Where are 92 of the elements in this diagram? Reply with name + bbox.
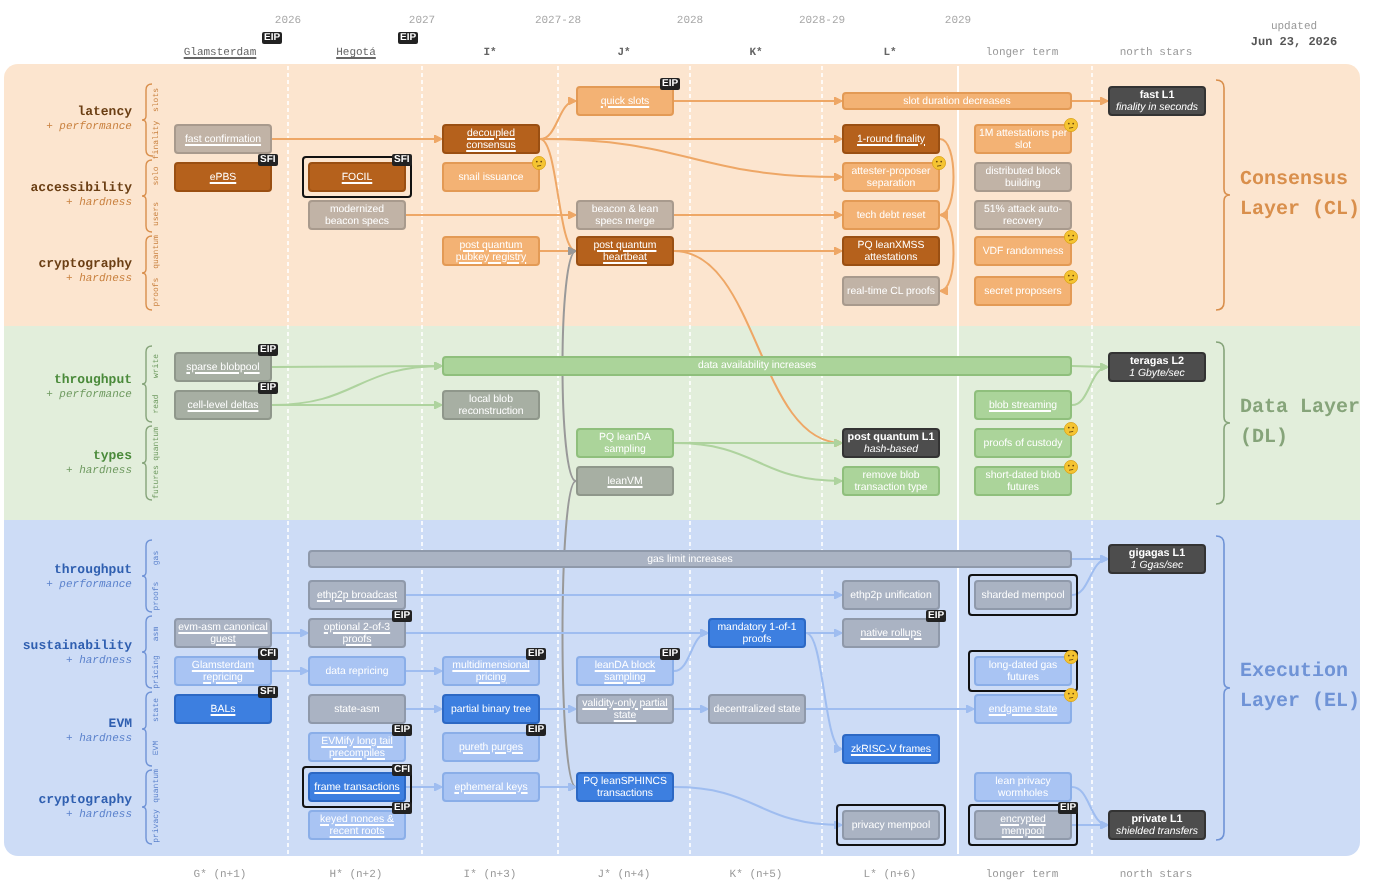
roadmap-box (576, 236, 674, 266)
arrow (405, 666, 443, 676)
arrow (805, 632, 843, 750)
roadmap-box (1108, 86, 1206, 116)
roadmap-box (842, 428, 940, 458)
arrow (673, 210, 843, 220)
layer-title: Data Layer (DL) (1240, 395, 1363, 453)
arrow (673, 786, 843, 830)
arrow (539, 97, 577, 140)
roadmap-box (974, 236, 1072, 266)
roadmap-box (576, 466, 674, 496)
roadmap-box (842, 276, 940, 306)
roadmap-box (442, 124, 540, 154)
roadmap-box (842, 734, 940, 764)
roadmap-box (1108, 352, 1206, 382)
arrow (271, 400, 443, 410)
roadmap-box (174, 656, 272, 686)
roadmap-box (174, 162, 272, 192)
arrow (561, 250, 577, 482)
roadmap-box (308, 732, 406, 762)
roadmap-box (974, 390, 1072, 420)
roadmap-box (974, 162, 1072, 192)
roadmap-box (308, 550, 1072, 568)
layer-band (4, 326, 1360, 520)
roadmap-box (576, 428, 674, 458)
roadmap-box (576, 200, 674, 230)
roadmap-box (842, 200, 940, 230)
arrow (673, 96, 843, 106)
roadmap-box (442, 390, 540, 420)
roadmap-box (842, 236, 940, 266)
roadmap-box (576, 86, 674, 116)
roadmap-box (842, 162, 940, 192)
roadmap-box (308, 580, 406, 610)
arrow (539, 704, 577, 714)
arrow (405, 704, 443, 714)
roadmap-box (442, 772, 540, 802)
arrow (405, 590, 843, 600)
arrow (539, 138, 843, 182)
layer-title: Consensus Layer (CL) (1240, 167, 1363, 225)
arrow (539, 782, 577, 792)
roadmap-box (308, 656, 406, 686)
roadmap-box (308, 694, 406, 724)
roadmap-box (842, 124, 940, 154)
roadmap-box (308, 810, 406, 840)
arrow (805, 704, 975, 714)
arrow (673, 629, 709, 672)
roadmap-box (708, 694, 806, 724)
roadmap-box (974, 694, 1072, 724)
roadmap-box (442, 356, 1072, 376)
roadmap-box (842, 92, 1072, 110)
roadmap-box (974, 200, 1072, 230)
roadmap-box (1108, 810, 1206, 840)
layer-title: Execution Layer (EL) (1240, 659, 1363, 718)
roadmap-box (576, 656, 674, 686)
arrow (271, 134, 443, 144)
arrow (271, 666, 309, 676)
arrow (673, 442, 843, 486)
roadmap-box (842, 618, 940, 648)
arrow (561, 480, 577, 788)
roadmap-box (974, 772, 1072, 802)
arrow (271, 628, 309, 638)
arrow (805, 628, 843, 638)
arrow (539, 138, 577, 252)
roadmap-box (442, 656, 540, 686)
arrow (1071, 363, 1109, 406)
roadmap-box (308, 200, 406, 230)
roadmap-box (174, 124, 272, 154)
roadmap-box (442, 236, 540, 266)
roadmap-box (1108, 544, 1206, 574)
roadmap-box (442, 694, 540, 724)
layer-band (4, 64, 1360, 326)
roadmap-box (974, 428, 1072, 458)
roadmap-box (174, 390, 272, 420)
layer-band (4, 520, 1360, 856)
roadmap-box (842, 580, 940, 610)
arrow (673, 704, 709, 714)
roadmap-box (974, 276, 1072, 306)
arrow (1071, 96, 1109, 106)
roadmap-box (442, 732, 540, 762)
roadmap-box (974, 466, 1072, 496)
roadmap-box (708, 618, 806, 648)
arrow (939, 138, 955, 217)
roadmap-box (842, 466, 940, 496)
roadmap-box (308, 618, 406, 648)
roadmap-box (174, 694, 272, 724)
roadmap-box (174, 352, 272, 382)
arrow (405, 210, 577, 220)
roadmap-box (442, 162, 540, 192)
arrow (1071, 820, 1109, 830)
arrow (939, 214, 955, 293)
arrow (1071, 555, 1109, 596)
arrow (405, 782, 443, 792)
